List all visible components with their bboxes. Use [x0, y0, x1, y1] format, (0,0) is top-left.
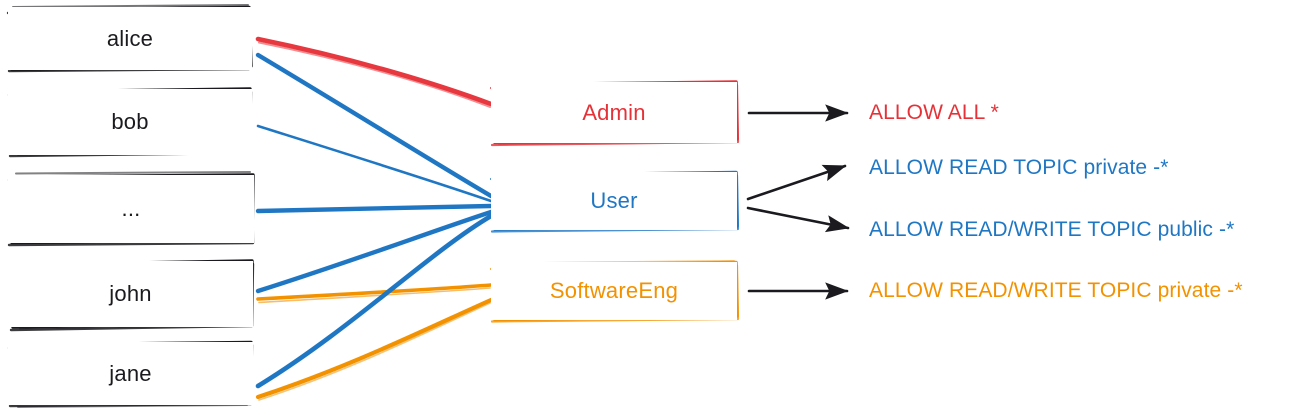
edge-jane-softwareeng — [255, 297, 494, 401]
principal-jane[interactable]: jane — [8, 342, 253, 405]
principal-ellipsis[interactable]: ... — [8, 175, 254, 243]
principal-bob[interactable]: bob — [8, 89, 252, 155]
principal-label-john: john — [109, 281, 152, 306]
principal-label-bob: bob — [111, 109, 149, 134]
principal-alice[interactable]: alice — [8, 7, 252, 70]
edge-alice-user — [255, 52, 494, 199]
role-admin[interactable]: Admin — [491, 82, 737, 143]
principal-label-alice: alice — [106, 25, 154, 51]
edge-jane-user — [255, 213, 494, 389]
permission-readwrite-topic-private: ALLOW READ/WRITE TOPIC private -* — [869, 279, 1243, 302]
principal-label-jane: jane — [109, 360, 152, 386]
edge-bob-user — [256, 124, 493, 203]
edge-alice-admin — [255, 36, 494, 108]
edge-ellipsis-user — [255, 203, 494, 214]
permission-allow-all: ALLOW ALL * — [869, 101, 999, 124]
principal-john[interactable]: john — [8, 261, 253, 327]
permission-readwrite-topic-public: ALLOW READ/WRITE TOPIC public -* — [869, 218, 1235, 241]
permission-read-topic-private: ALLOW READ TOPIC private -* — [869, 156, 1169, 179]
edge-user-perm-readwrite-public — [746, 206, 850, 233]
edge-john-user — [255, 209, 494, 294]
role-label-user: User — [590, 188, 638, 213]
principal-label-ellipsis: ... — [121, 196, 141, 221]
role-label-admin: Admin — [582, 99, 646, 125]
role-softwareeng[interactable]: SoftwareEng — [491, 262, 737, 320]
role-label-softwareeng: SoftwareEng — [549, 278, 679, 303]
role-user[interactable]: User — [491, 172, 737, 230]
edge-user-perm-read-private — [746, 164, 847, 201]
